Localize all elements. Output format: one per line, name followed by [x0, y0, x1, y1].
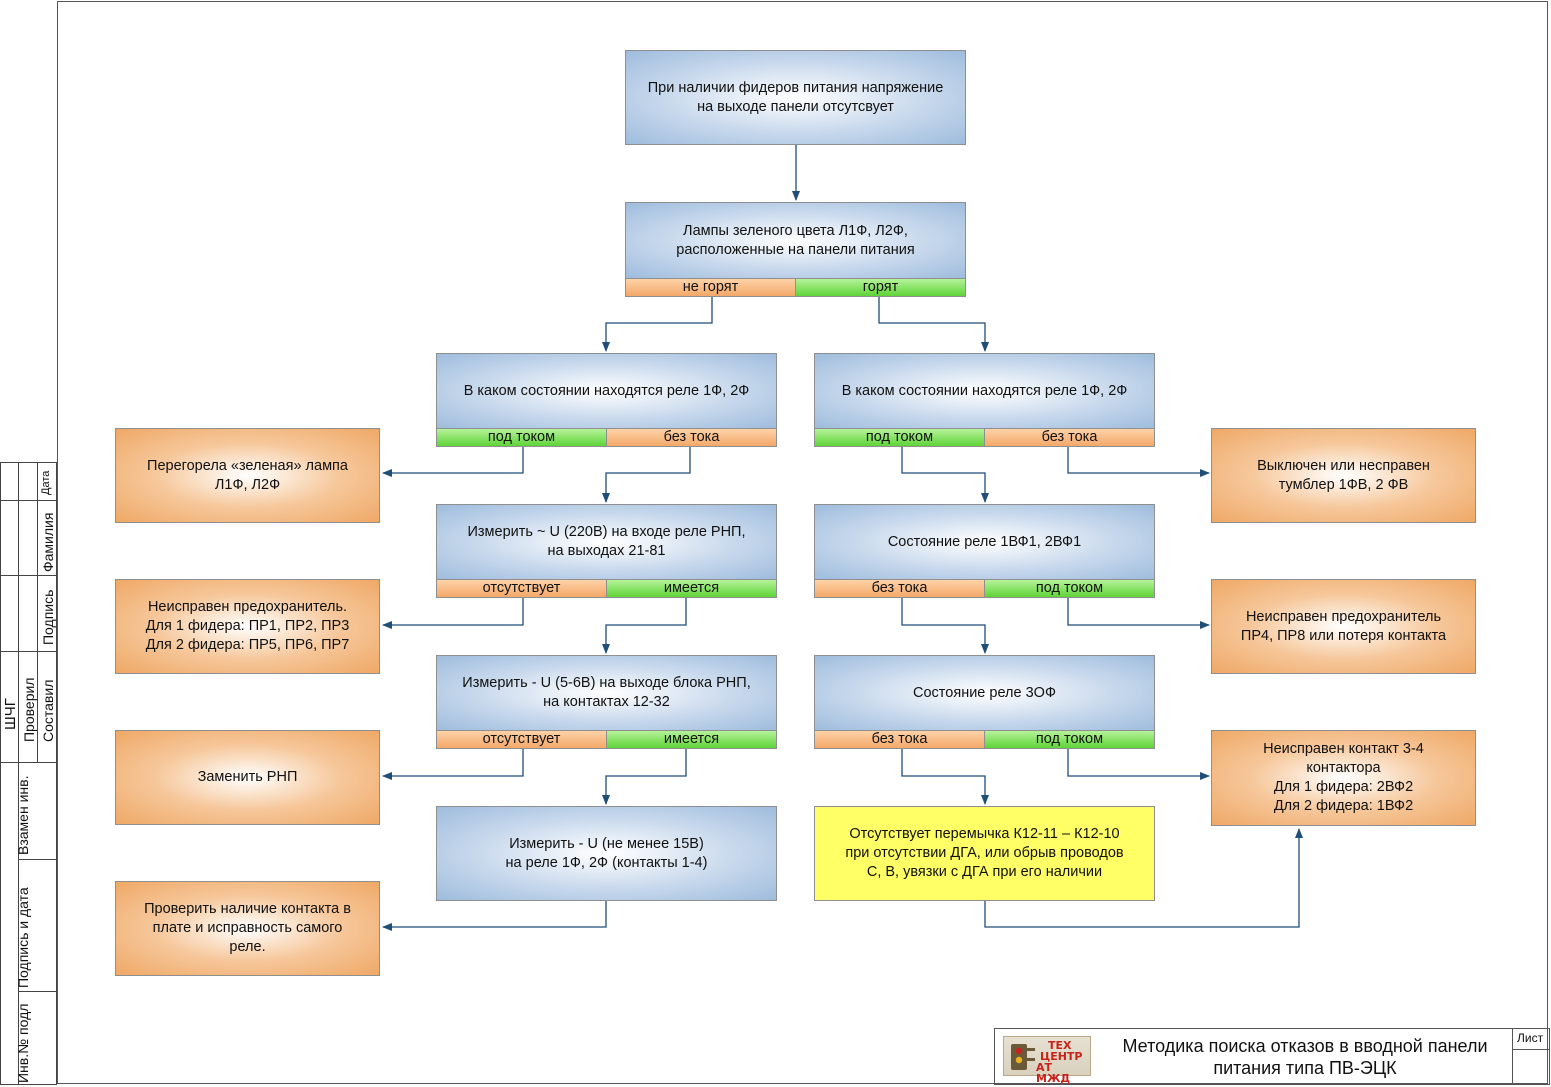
arrow-rnp-in-present — [602, 598, 687, 654]
node-measure-rnp-in: Измерить ~ U (220В) на входе реле РНП, н… — [436, 504, 777, 580]
result-toggle: Выключен или несправен тумблер 1ФВ, 2 ФВ — [1211, 428, 1476, 523]
arrow-vf-energized — [1067, 598, 1210, 629]
logo-icon — [1011, 1044, 1035, 1070]
result-lamp: Перегорела «зеленая» лампа Л1Ф, Л2Ф — [115, 428, 380, 523]
result-check-contact: Проверить наличие контакта в плате и исп… — [115, 881, 380, 976]
drawing-frame — [57, 1, 1548, 1084]
arrow-rnp-in-absent — [382, 598, 524, 629]
result-fuse-left: Неисправен предохранитель. Для 1 фидера:… — [115, 579, 380, 674]
logo-line1: ТЕХ — [1048, 1039, 1072, 1052]
arrow-sl-deenergized — [602, 447, 691, 503]
node-jumper: Отсутствует перемычка К12-11 – К12-10 пр… — [814, 806, 1155, 901]
branch-sl-deenergized: без тока — [606, 428, 777, 447]
branch-rnp-in-present: имеется — [606, 579, 777, 598]
arrow-rnp-out-absent — [382, 749, 524, 780]
sheet-label: Лист — [1517, 1031, 1544, 1045]
branch-of-energized: под током — [984, 730, 1155, 749]
arrow-rnp-out-present — [602, 749, 687, 805]
branch-rnp-out-absent: отсутствует — [436, 730, 607, 749]
drawing-title: Методика поиска отказов в вводной панели… — [1122, 1036, 1488, 1078]
arrow-jumper — [984, 828, 1303, 928]
node-relay-3of: Состояние реле 3ОФ — [814, 655, 1155, 731]
arrow-sr-deenergized — [1067, 447, 1210, 477]
arrow-sl-energized — [382, 447, 524, 477]
node-relay-1vf: Состояние реле 1ВФ1, 2ВФ1 — [814, 504, 1155, 580]
result-replace-rnp: Заменить РНП — [115, 730, 380, 825]
arrow-lamps-on — [878, 297, 989, 352]
branch-of-deenergized: без тока — [814, 730, 985, 749]
arrow-lamps-off — [602, 297, 713, 352]
title-block — [994, 1028, 1550, 1085]
node-top: При наличии фидеров питания напряжение н… — [625, 50, 966, 145]
result-contact: Неисправен контакт 3-4 контактора Для 1 … — [1211, 730, 1476, 826]
logo: ТЕХ ЦЕНТР АТ МЖД — [1003, 1036, 1091, 1084]
arrow-sr-energized — [901, 447, 989, 503]
arrow-vf-deenergized — [901, 598, 989, 654]
branch-lamps-off: не горят — [625, 278, 796, 297]
node-measure-relay: Измерить - U (не менее 15В) на реле 1Ф, … — [436, 806, 777, 901]
stamp-table — [0, 462, 57, 1085]
branch-rnp-out-present: имеется — [606, 730, 777, 749]
branch-sr-deenergized: без тока — [984, 428, 1155, 447]
logo-line3: АТ МЖД — [1036, 1061, 1071, 1085]
branch-vf-energized: под током — [984, 579, 1155, 598]
result-fuse-right: Неисправен предохранитель ПР4, ПР8 или п… — [1211, 579, 1476, 674]
branch-vf-deenergized: без тока — [814, 579, 985, 598]
logo-line2: ЦЕНТР — [1040, 1050, 1083, 1063]
branch-lamps-on: горят — [795, 278, 966, 297]
arrow-of-energized — [1067, 749, 1210, 780]
branch-rnp-in-absent: отсутствует — [436, 579, 607, 598]
arrow-of-deenergized — [901, 749, 989, 805]
arrow-measure-relay — [382, 901, 607, 931]
branch-sl-energized: под током — [436, 428, 607, 447]
node-lamps: Лампы зеленого цвета Л1Ф, Л2Ф, расположе… — [625, 202, 966, 279]
node-state-right: В каком состоянии находятся реле 1Ф, 2Ф — [814, 353, 1155, 429]
